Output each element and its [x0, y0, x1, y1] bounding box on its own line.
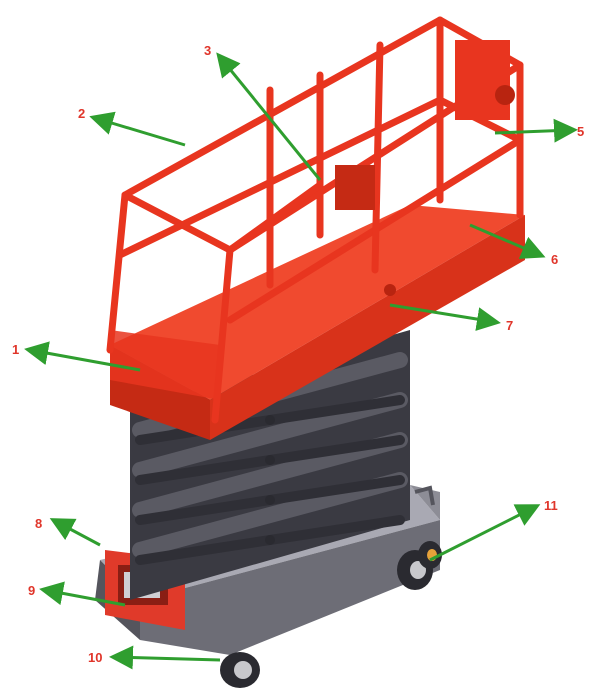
panel-knob	[495, 85, 515, 105]
callout-7: 7	[506, 318, 513, 333]
arrow-9	[39, 581, 126, 607]
arrow-10	[109, 645, 221, 670]
chassis-front-side	[140, 520, 440, 655]
arrow-2	[89, 111, 186, 147]
arrow-7	[389, 303, 501, 331]
callout-1: 1	[12, 342, 19, 357]
callout-labels: 1 2 3 5 6 7 8 9 10 11	[12, 43, 584, 665]
work-platform	[106, 16, 525, 440]
arrow-5	[494, 118, 578, 143]
arrow-6	[469, 223, 546, 259]
front-wheel	[220, 652, 260, 688]
platform-front-side	[210, 215, 525, 440]
callout-9: 9	[28, 583, 35, 598]
callout-6: 6	[551, 252, 558, 267]
lanyard-anchor	[384, 284, 396, 296]
callout-8: 8	[35, 516, 42, 531]
callout-11: 11	[544, 498, 558, 513]
callout-2: 2	[78, 106, 85, 121]
arrow-1	[24, 341, 141, 372]
chassis-handle	[414, 485, 435, 506]
arrow-8	[49, 518, 101, 547]
platform-entry	[110, 330, 220, 400]
callout-5: 5	[577, 124, 584, 139]
platform-control-box	[335, 165, 375, 210]
callout-arrows	[24, 52, 578, 670]
arrow-3	[216, 52, 322, 181]
callout-3: 3	[204, 43, 211, 58]
arrow-11	[429, 504, 541, 562]
manual-holder	[455, 40, 510, 120]
callout-10: 10	[88, 650, 102, 665]
scissor-pivots	[265, 415, 275, 545]
